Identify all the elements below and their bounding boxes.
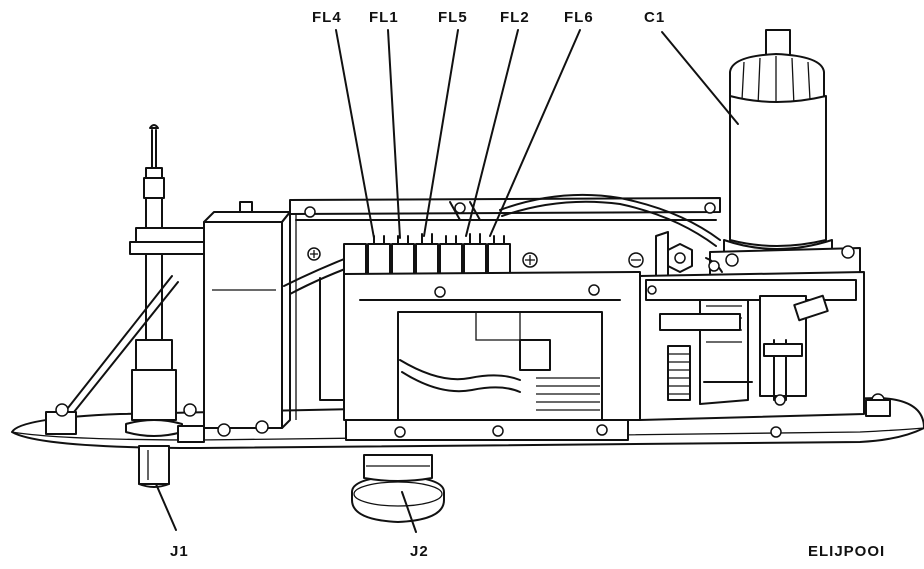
c1-capacitor (709, 29, 861, 283)
leader-fl4 (335, 29, 375, 239)
gear-assembly (639, 271, 891, 438)
leader-fl6 (489, 29, 581, 237)
hex-nut-bracket (655, 231, 723, 281)
leader-fl5 (423, 29, 459, 237)
label-fl6: FL6 (564, 9, 594, 26)
callout-labels: FL4 FL1 FL5 FL2 FL6 C1 J1 J2 ELIJPOOI (170, 9, 885, 560)
label-c1: C1 (644, 9, 665, 26)
label-j2: J2 (410, 543, 429, 560)
label-fl5: FL5 (438, 9, 468, 26)
leader-j1 (155, 483, 177, 531)
left-relay-housing (177, 201, 291, 443)
j2-connector (351, 454, 445, 523)
leader-c1 (661, 31, 739, 125)
figure-id: ELIJPOOI (808, 543, 885, 560)
filter-bank (307, 233, 644, 275)
label-j1: J1 (170, 543, 189, 560)
left-antenna-rod (45, 124, 211, 437)
leader-fl2 (465, 29, 519, 237)
label-fl4: FL4 (312, 9, 342, 26)
leader-lines (155, 29, 739, 533)
leader-j2 (401, 491, 417, 533)
leader-fl1 (387, 29, 401, 239)
label-fl1: FL1 (369, 9, 399, 26)
center-chassis (319, 271, 641, 441)
label-fl2: FL2 (500, 9, 530, 26)
j1-connector (138, 445, 170, 488)
